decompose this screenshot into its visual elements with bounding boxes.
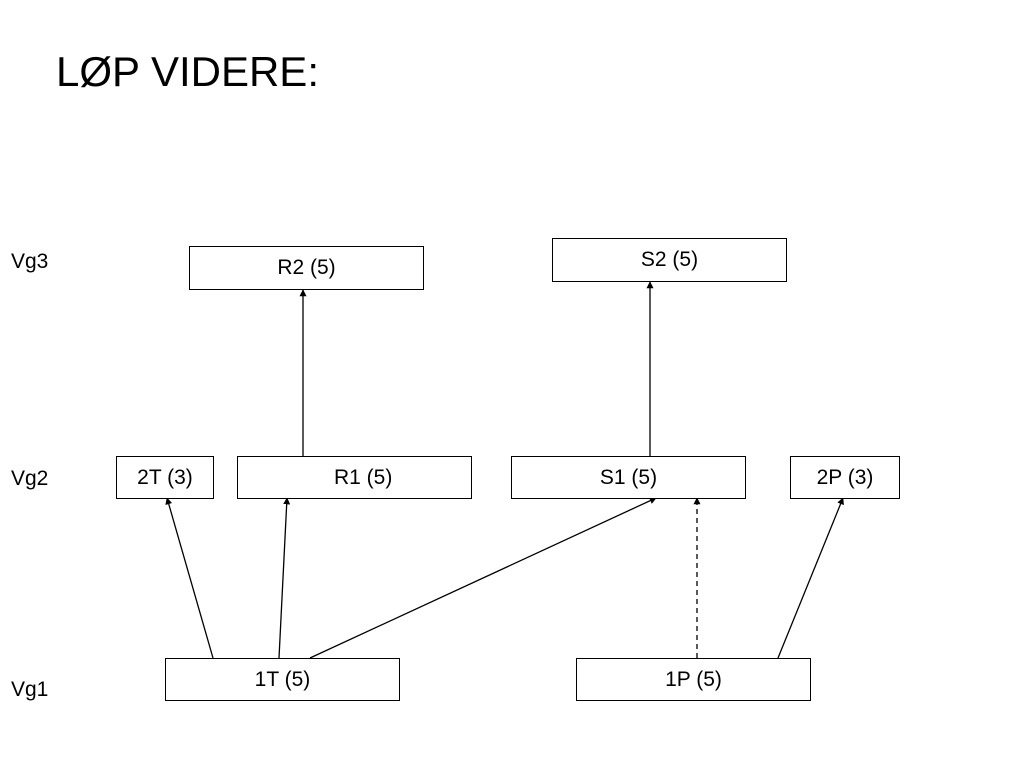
node-2p: 2P (3) bbox=[790, 456, 900, 499]
node-2t: 2T (3) bbox=[116, 456, 214, 499]
node-r1: R1 (5) bbox=[237, 456, 472, 499]
page-title: LØP VIDERE: bbox=[56, 48, 319, 95]
edge-1p-to-2p bbox=[777, 497, 844, 659]
node-r2: R2 (5) bbox=[189, 246, 424, 290]
edge-1t-to-s1 bbox=[309, 497, 657, 659]
node-1p: 1P (5) bbox=[576, 658, 811, 701]
node-s2: S2 (5) bbox=[552, 238, 787, 282]
level-label-vg2: Vg2 bbox=[11, 467, 49, 490]
edge-1t-to-2t bbox=[165, 497, 214, 659]
level-label-vg1: Vg1 bbox=[11, 678, 49, 701]
node-1t: 1T (5) bbox=[165, 658, 400, 701]
level-label-vg3: Vg3 bbox=[11, 250, 49, 273]
edge-1t-to-r1 bbox=[278, 497, 291, 659]
node-s1: S1 (5) bbox=[511, 456, 746, 499]
